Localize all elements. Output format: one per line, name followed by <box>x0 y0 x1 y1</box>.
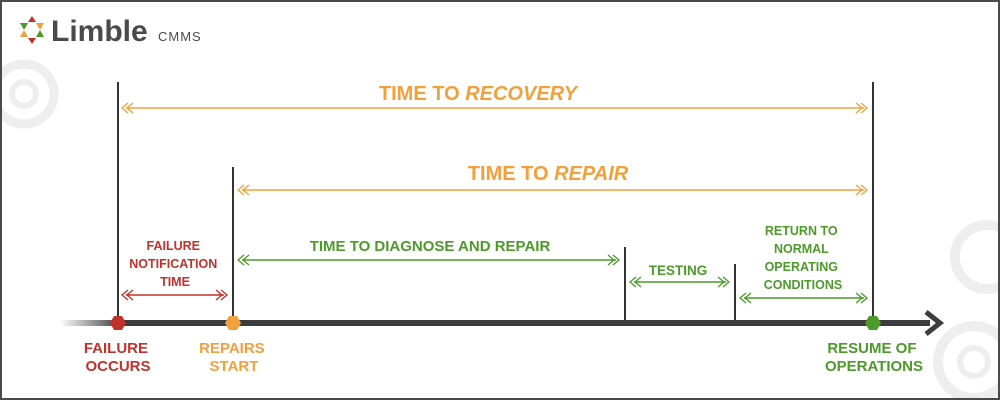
return-to-normal-label: RETURN TO NORMAL OPERATING CONDITIONS <box>764 224 842 292</box>
logo-word: Limble <box>51 15 148 48</box>
return-interval: RETURN TO NORMAL OPERATING CONDITIONS <box>738 224 869 304</box>
logo-suffix: CMMS <box>158 29 202 44</box>
resume-of-operations-label: RESUME OF OPERATIONS <box>825 340 923 375</box>
chevron-right-icon <box>607 254 621 266</box>
failure-marker <box>110 316 126 330</box>
repairs-start-label: REPAIRS START <box>199 340 269 375</box>
testing-interval: TESTING <box>628 263 731 288</box>
diagnose-interval: TIME TO DIAGNOSE AND REPAIR <box>236 238 621 266</box>
marker-lines <box>117 82 874 326</box>
time-to-recovery-label: TIME TO RECOVERY <box>379 83 579 105</box>
limble-logo: Limble CMMS <box>20 15 202 48</box>
chevron-left-icon <box>120 289 134 301</box>
testing-label: TESTING <box>649 263 708 278</box>
chevron-left-icon <box>236 184 250 196</box>
chevron-left-icon <box>628 276 642 288</box>
chevron-right-icon <box>717 276 731 288</box>
recovery-interval: TIME TO RECOVERY <box>120 83 869 114</box>
timeline-axis <box>60 310 945 336</box>
chevron-left-icon <box>738 292 752 304</box>
resume-marker <box>865 316 881 330</box>
time-to-repair-label: TIME TO REPAIR <box>468 163 629 185</box>
gear-logo-icon <box>20 16 44 44</box>
failure-occurs-label: FAILURE OCCURS <box>84 340 152 375</box>
chevron-right-icon <box>855 292 869 304</box>
repair-interval: TIME TO REPAIR <box>236 163 869 196</box>
time-to-diagnose-label: TIME TO DIAGNOSE AND REPAIR <box>310 238 551 255</box>
repairs-start-marker <box>225 316 241 330</box>
gear-decoration-right <box>933 220 998 398</box>
chevron-left-icon <box>236 254 250 266</box>
chevron-left-icon <box>120 102 134 114</box>
chevron-right-icon <box>215 289 229 301</box>
gear-decoration-left <box>2 59 59 129</box>
arrow-right-icon <box>924 310 945 336</box>
failure-notification-time-label: FAILURE NOTIFICATION TIME <box>129 239 220 289</box>
chevron-right-icon <box>855 102 869 114</box>
chevron-right-icon <box>855 184 869 196</box>
notification-interval: FAILURE NOTIFICATION TIME <box>120 239 229 301</box>
